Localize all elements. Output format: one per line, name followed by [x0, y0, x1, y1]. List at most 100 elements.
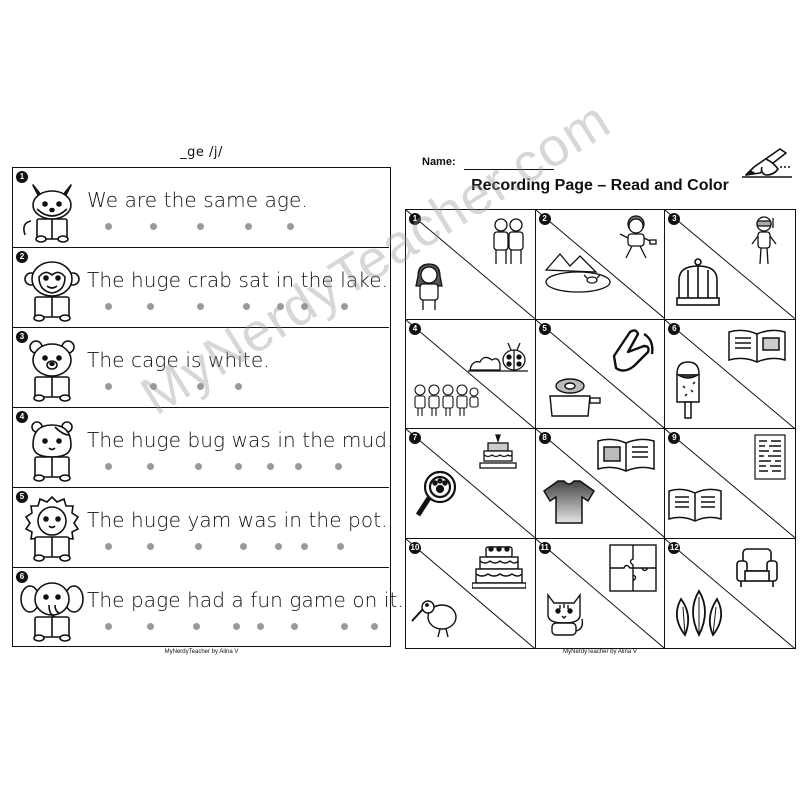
yam-pot-icon	[548, 377, 601, 417]
word-dot	[193, 623, 200, 630]
monkey-reading-icon	[24, 261, 80, 322]
cell-number: 1	[409, 213, 421, 225]
page-title: Recording Page – Read and Color	[471, 177, 729, 194]
sentence-row: 6 The page had a fun game on it.	[13, 568, 404, 648]
writing-hand-pencil-icon	[742, 148, 792, 178]
sentence-row: 1 We are the same age.	[13, 168, 389, 248]
diagonal-divider	[535, 538, 665, 648]
row-number: 4	[16, 411, 28, 423]
fox-reading-icon	[23, 184, 72, 243]
popsicle-icon	[676, 360, 701, 419]
sentence-text: We are the same age.	[87, 188, 308, 212]
phonics-title: _ge /j/	[180, 145, 223, 160]
sentence-text: The huge crab sat in the lake.	[87, 268, 389, 292]
hamster-reading-icon	[31, 421, 73, 482]
word-dot	[197, 223, 204, 230]
cell-number: 10	[409, 541, 421, 554]
open-book-icon	[728, 329, 787, 363]
bear-reading-icon	[29, 340, 75, 402]
word-dot	[277, 303, 284, 310]
row-number: 2	[16, 251, 28, 263]
diagonal-divider	[665, 429, 795, 538]
word-dot	[105, 543, 112, 550]
name-label: Name:	[422, 156, 456, 168]
grid-cell[interactable]: 9	[665, 429, 795, 539]
grid-cell[interactable]: 4	[406, 319, 536, 429]
grid-cell[interactable]: 6	[665, 319, 795, 429]
word-dot	[295, 463, 302, 470]
word-dot	[150, 383, 157, 390]
picture-grid: 1 2 3	[405, 209, 796, 649]
word-dot	[150, 223, 157, 230]
diagonal-divider	[665, 538, 795, 648]
shirt-icon	[542, 480, 595, 524]
sentence-row: 4 The huge bug was in the mud.	[13, 408, 393, 488]
word-dot	[240, 543, 247, 550]
cake-icon	[479, 434, 517, 469]
grid-cell[interactable]: 3	[665, 210, 795, 320]
puzzle-icon	[608, 543, 657, 592]
cell-number: 8	[538, 432, 551, 444]
word-dot	[147, 623, 154, 630]
grid-cell[interactable]: 7	[406, 429, 536, 539]
grid-cell[interactable]: 11	[535, 538, 666, 648]
hand-pointing-icon	[612, 328, 654, 372]
row-number: 3	[16, 331, 28, 343]
lion-reading-icon	[24, 495, 80, 562]
diagonal-divider	[406, 319, 535, 428]
girl-icon	[415, 263, 443, 310]
grid-cell[interactable]: 10	[406, 538, 536, 648]
book-icon	[596, 438, 655, 472]
word-dot	[301, 303, 308, 310]
word-dot	[195, 463, 202, 470]
diagonal-divider	[535, 319, 665, 428]
diagonal-divider	[665, 319, 795, 428]
word-dot	[371, 623, 378, 630]
big-cake-icon	[472, 545, 526, 589]
cell-number: 2	[538, 213, 551, 225]
word-dot	[197, 383, 204, 390]
grid-cell[interactable]: 8	[535, 429, 666, 539]
word-dot	[105, 383, 112, 390]
sentence-text: The cage is white.	[87, 348, 270, 372]
word-dot	[341, 623, 348, 630]
grid-cell[interactable]: 2	[535, 210, 666, 320]
word-dot	[245, 223, 252, 230]
word-dot	[105, 463, 112, 470]
kiwi-bird-icon	[411, 599, 457, 637]
sentence-row: 2 The huge crab sat in the lake.	[13, 248, 389, 328]
word-dot	[301, 543, 308, 550]
sentence-text: The huge yam was in the pot.	[87, 508, 388, 532]
row-number: 1	[16, 171, 28, 183]
word-dot	[197, 303, 204, 310]
armchair-icon	[736, 547, 779, 587]
word-dot	[147, 463, 154, 470]
cat-icon	[546, 592, 583, 636]
word-dot	[235, 463, 242, 470]
grid-cell[interactable]: 12	[665, 538, 795, 648]
cell-number: 3	[668, 213, 681, 225]
open-book-icon	[668, 488, 723, 522]
word-dot	[233, 623, 240, 630]
sentence-page: _ge /j/ 1	[12, 142, 404, 660]
word-dot	[337, 543, 344, 550]
leaves-icon	[676, 588, 723, 637]
grid-cell[interactable]: 1	[406, 210, 536, 320]
diagonal-divider	[406, 429, 535, 538]
snorkel-child-icon	[751, 216, 777, 265]
word-page-icon	[754, 434, 786, 480]
word-dot	[195, 543, 202, 550]
word-dot	[287, 223, 294, 230]
row-number: 5	[16, 491, 28, 503]
diagonal-divider	[535, 210, 665, 319]
cell-number: 4	[409, 322, 421, 335]
row-number: 6	[16, 571, 28, 583]
word-dot	[243, 303, 250, 310]
sentence-row: 5 The huge yam was in the pot.	[13, 488, 389, 568]
name-write-line[interactable]	[464, 169, 554, 170]
two-people-icon	[493, 218, 524, 264]
word-dot	[235, 383, 242, 390]
word-dot	[105, 223, 112, 230]
diagonal-divider	[535, 429, 665, 538]
grid-cell[interactable]: 5	[535, 319, 666, 429]
